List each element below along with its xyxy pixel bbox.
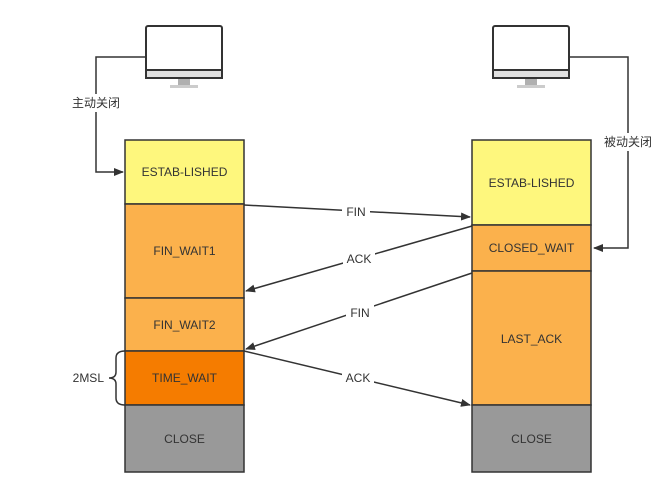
client-state-estab [124, 139, 245, 205]
server-close-connector: 被动关闭 [569, 56, 658, 252]
client-state-fin-wait1 [124, 203, 245, 299]
server-state-estab-label: ESTAB-LISHED [489, 176, 575, 190]
server-state-closed-wait-label: CLOSED_WAIT [489, 241, 575, 255]
client-state-time-wait [124, 350, 245, 406]
message-fin-2: FIN [245, 272, 473, 350]
client-state-fin-wait1-label: FIN_WAIT1 [153, 244, 216, 258]
2msl-label: 2MSL [73, 371, 105, 385]
active-close-label: 主动关闭 [72, 96, 120, 110]
client-state-close-label: CLOSE [164, 432, 205, 446]
client-state-estab-label: ESTAB-LISHED [142, 165, 228, 179]
server-state-estab [471, 139, 592, 226]
client-state-fin-wait2 [124, 297, 245, 352]
client-state-time-wait-label: TIME_WAIT [152, 371, 218, 385]
message-fin-1: FIN [243, 204, 471, 221]
client-state-close [124, 404, 245, 473]
server-state-close [471, 404, 592, 473]
client-monitor-icon [145, 25, 223, 88]
server-monitor-icon [492, 25, 570, 88]
message-ack-1: ACK [245, 225, 473, 293]
client-close-connector: 主动关闭 [66, 56, 146, 176]
message-fin-1-label: FIN [346, 205, 365, 219]
server-state-last-ack [471, 270, 592, 406]
message-ack-2-label: ACK [346, 371, 371, 385]
message-fin-2-label: FIN [350, 306, 369, 320]
message-ack-2: ACK [243, 350, 471, 407]
time-wait-brace: 2MSL [73, 350, 126, 406]
server-state-last-ack-label: LAST_ACK [501, 332, 562, 346]
server-state-close-label: CLOSE [511, 432, 552, 446]
server-state-column: ESTAB-LISHED CLOSED_WAIT LAST_ACK CLOSE [471, 139, 592, 473]
client-state-column: ESTAB-LISHED FIN_WAIT1 FIN_WAIT2 TIME_WA… [124, 139, 245, 473]
client-state-fin-wait2-label: FIN_WAIT2 [153, 318, 216, 332]
message-ack-1-label: ACK [347, 252, 372, 266]
passive-close-label: 被动关闭 [604, 135, 652, 149]
